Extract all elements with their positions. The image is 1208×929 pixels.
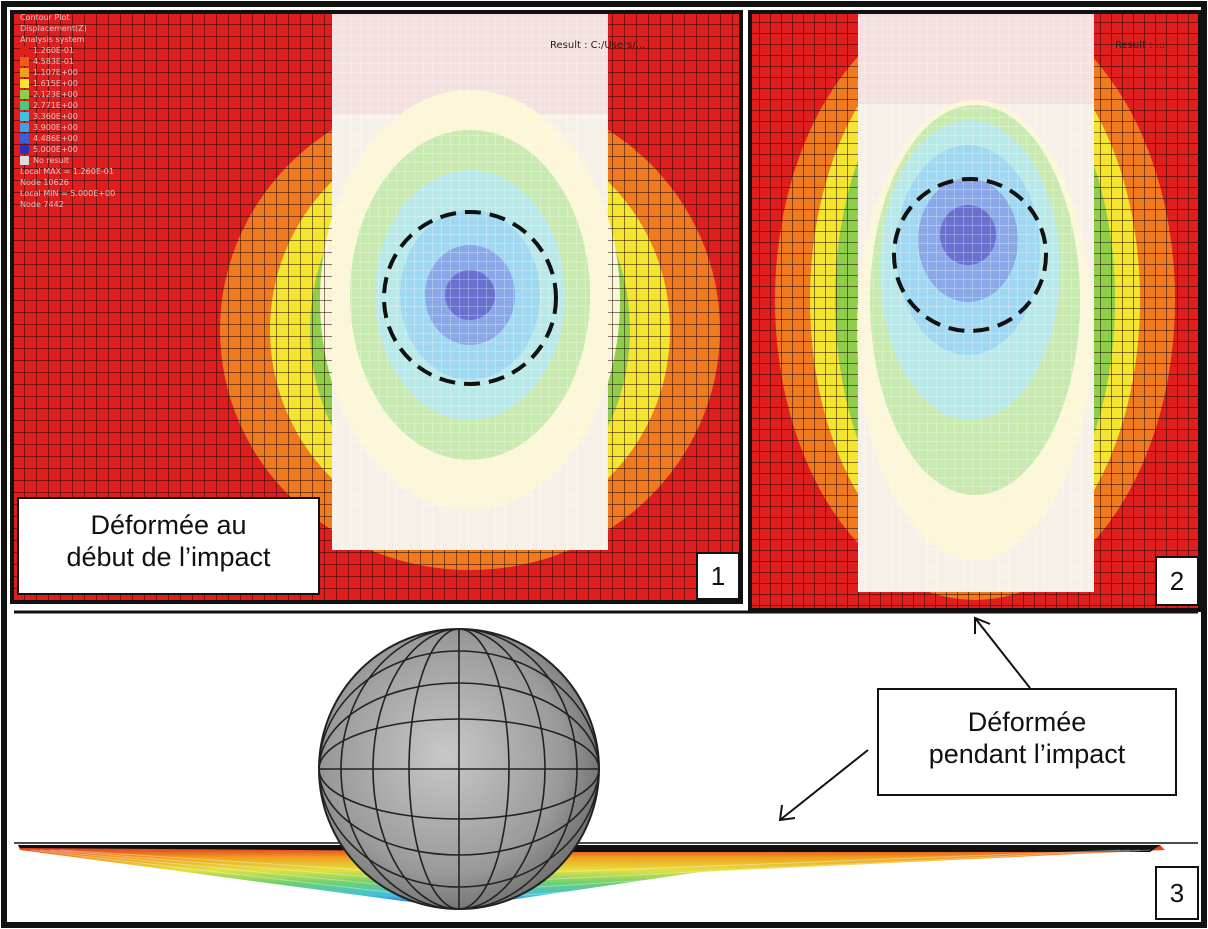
legend-value: 1.615E+00 [33,79,78,88]
caption-during-line-1: Déformée [967,707,1087,737]
panel-number-1: 1 [696,552,740,600]
dashed-circle-1 [382,210,558,386]
caption-start-line-1: Déformée au [90,510,247,540]
dashed-circle-2 [892,177,1048,333]
panel-number-3: 3 [1155,866,1199,920]
legend-value: 1.260E-01 [33,46,75,55]
legend-value: 4.583E-01 [33,57,75,66]
arrow-to-panel-3 [778,749,869,822]
contour-legend: Contour Plot Displacement(Z) Analysis sy… [20,12,170,210]
legend-footer-2: Node 10626 [20,178,69,187]
legend-footer-1: Local MAX = 1.260E-01 [20,167,114,176]
caption-during-impact: Déformée pendant l’impact [877,688,1177,796]
legend-no-result: No result [33,156,70,165]
panel-number-2: 2 [1155,556,1199,606]
legend-value: 5.000E+00 [33,145,78,154]
legend-value: 4.486E+00 [33,134,78,143]
legend-value: 3.360E+00 [33,112,78,121]
legend-value: 2.771E+00 [33,101,78,110]
legend-footer-3: Local MIN = 5.000E+00 [20,189,116,198]
panel-3-side-view [14,610,1198,910]
caption-during-line-2: pendant l’impact [928,739,1126,770]
arrow-to-panel-2 [974,616,1031,689]
legend-value: 1.107E+00 [33,68,78,77]
panel-1-result-label: Result : C:/Users/... [550,40,646,51]
legend-header-1: Contour Plot [20,13,70,22]
legend-header-3: Analysis system [20,35,85,44]
legend-value: 3.900E+00 [33,123,78,132]
caption-start-line-2: début de l’impact [66,542,271,573]
caption-start-impact: Déformée au début de l’impact [17,497,320,595]
legend-header-2: Displacement(Z) [20,24,87,33]
legend-value: 2.123E+00 [33,90,78,99]
deflected-plate [18,845,1165,908]
impactor-sphere [318,628,600,910]
panel-2-result-label: Result : ... [1115,40,1166,51]
panel-2-contour [752,14,1198,608]
legend-footer-4: Node 7442 [20,200,64,209]
